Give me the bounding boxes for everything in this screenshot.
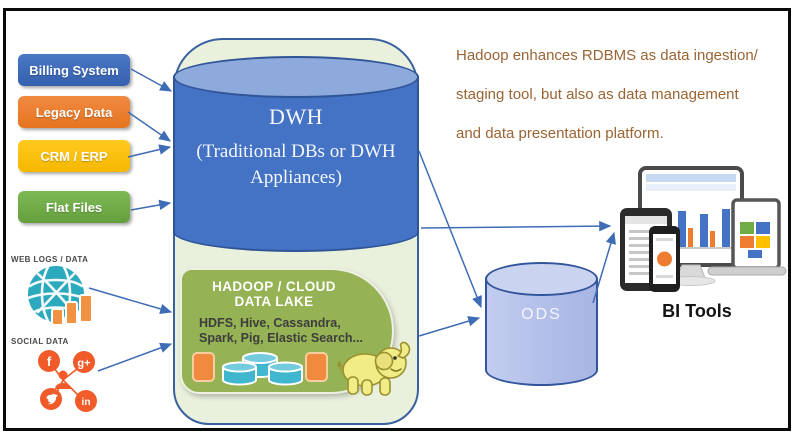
note-line1: Hadoop enhances RDBMS as data ingestion/ [456,47,758,64]
source-box-legacy-data: Legacy Data [18,96,130,128]
source-box-flat-files: Flat Files [18,191,130,223]
dwh-subtitle-line2: Appliances) [250,167,342,188]
google-plus-icon: g+ [73,351,95,373]
note-line2: staging tool, but also as data managemen… [456,86,739,103]
dwh-subtitle-line1: (Traditional DBs or DWH [196,141,396,162]
lake-tech-line1: HDFS, Hive, Cassandra, [199,316,341,330]
source-box-label: Legacy Data [35,104,113,120]
storage-chip-icon [305,352,328,382]
twitter-icon [40,388,62,410]
ods-cylinder: ODS [485,262,598,386]
storage-chip-icon [192,352,215,382]
source-box-label: Billing System [29,62,119,78]
ods-cylinder-top [485,262,598,296]
laptop-icon [707,198,787,276]
svg-text:f: f [47,354,52,369]
linkedin-icon: in [75,390,97,412]
globe-network-icon [26,265,93,326]
smartphone-icon [649,226,680,292]
ods-cylinder-body [485,279,598,386]
lake-title-line1: HADOOP / CLOUD [212,279,336,294]
web-logs-label: WEB LOGS / DATA [11,255,89,264]
svg-text:g+: g+ [77,358,90,370]
facebook-icon: f [38,350,60,372]
dwh-cylinder: DWH (Traditional DBs or DWH Appliances) [173,56,419,252]
bi-tools-devices [620,166,787,292]
lake-tech-line2: Spark, Pig, Elastic Search... [199,331,363,345]
note-line3: and data presentation platform. [456,125,664,142]
dwh-cylinder-body [173,77,419,252]
dwh-title: DWH [268,104,324,129]
source-box-label: CRM / ERP [40,148,108,164]
person-hub-icon [55,370,71,389]
social-icons-cluster: f g+ in [38,350,97,412]
database-cylinders-icon [222,352,303,386]
source-box-crm-erp: CRM / ERP [18,140,130,172]
social-data-label: SOCIAL DATA [11,337,69,346]
dwh-cylinder-top [173,56,419,98]
source-box-label: Flat Files [45,199,103,215]
ods-label: ODS [521,306,562,323]
source-box-billing-system: Billing System [18,54,130,86]
hadoop-elephant-icon [337,341,411,396]
svg-text:in: in [82,397,91,408]
bi-tools-label: BI Tools [662,301,732,321]
diagram-frame [3,8,791,431]
lake-title-line2: DATA LAKE [234,294,314,309]
annotation-note: Hadoop enhances RDBMS as data ingestion/… [456,47,794,164]
